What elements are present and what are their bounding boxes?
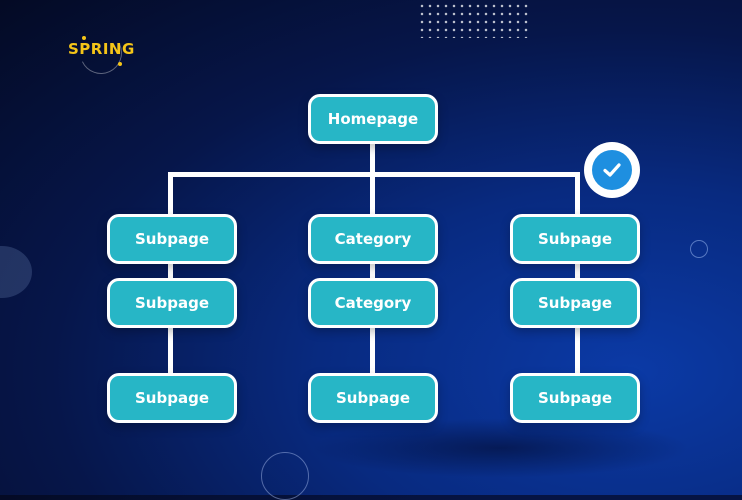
node-col1-row2: Subpage: [107, 278, 237, 328]
verified-badge: [584, 142, 640, 198]
node-col3-row3: Subpage: [510, 373, 640, 423]
connector-col3-drop: [575, 172, 580, 218]
bottom-ring-decoration: [261, 452, 309, 500]
connector-col2-b: [370, 324, 375, 378]
spring-logo: SPRING: [68, 26, 135, 80]
logo-dot-icon: [82, 36, 86, 40]
connector-col2-drop: [370, 172, 375, 218]
connector-col1-drop: [168, 172, 173, 218]
connector-col1-a: [168, 262, 173, 282]
node-col1-row3: Subpage: [107, 373, 237, 423]
floor-shadow: [310, 418, 690, 478]
dot-grid-decoration: [418, 2, 530, 38]
connector-col3-a: [575, 262, 580, 282]
logo-text: SPRING: [68, 40, 135, 58]
connector-col1-b: [168, 324, 173, 378]
node-col2-row1: Category: [308, 214, 438, 264]
logo-dot-icon: [118, 62, 122, 66]
small-ring-decoration: [690, 240, 708, 258]
connector-col2-a: [370, 262, 375, 282]
connector-col3-b: [575, 324, 580, 378]
left-edge-circle-decoration: [0, 246, 32, 298]
connector-root-down: [370, 142, 375, 176]
node-col2-row3: Subpage: [308, 373, 438, 423]
node-homepage: Homepage: [308, 94, 438, 144]
checkmark-icon: [592, 150, 632, 190]
node-col3-row1: Subpage: [510, 214, 640, 264]
node-col3-row2: Subpage: [510, 278, 640, 328]
node-col2-row2: Category: [308, 278, 438, 328]
node-col1-row1: Subpage: [107, 214, 237, 264]
